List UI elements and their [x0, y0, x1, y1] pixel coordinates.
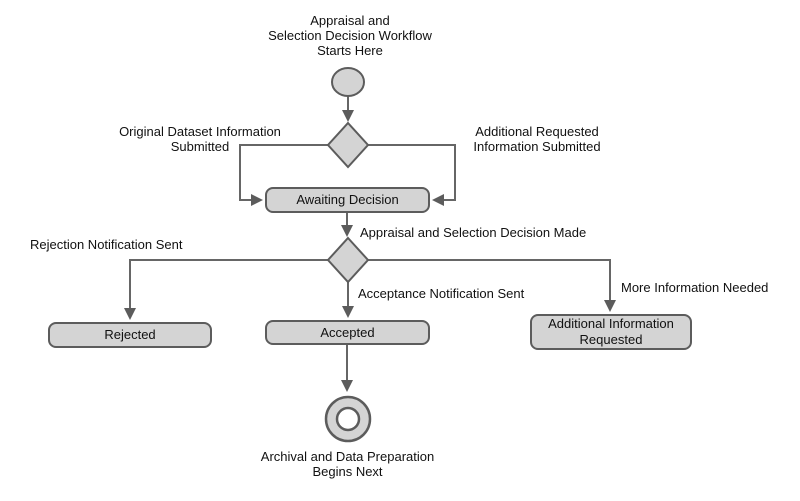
edge-decision1-right-to-awaiting	[368, 144, 456, 206]
decision-diamond-outcome	[326, 236, 370, 284]
label-decision-made: Appraisal and Selection Decision Made	[360, 225, 587, 240]
edge-decision2-to-rejected	[124, 259, 328, 320]
activity-accepted: Accepted	[265, 320, 430, 345]
edge-decision2-to-additional	[368, 259, 616, 312]
activity-awaiting-decision: Awaiting Decision	[265, 187, 430, 213]
end-node-center	[335, 406, 361, 432]
label-rejection-notification-sent: Rejection Notification Sent	[30, 237, 183, 252]
label-additional-requested-submitted: Additional Requested Information Submitt…	[473, 124, 601, 154]
start-node	[331, 67, 365, 97]
label-start-note: Appraisal and Selection Decision Workflo…	[268, 13, 432, 58]
activity-additional-information-requested: Additional Information Requested	[530, 314, 692, 350]
label-more-information-needed: More Information Needed	[621, 280, 769, 295]
label-original-dataset-submitted: Original Dataset Information Submitted	[119, 124, 281, 154]
label-acceptance-notification-sent: Acceptance Notification Sent	[358, 286, 525, 301]
decision-diamond-submission	[326, 121, 370, 169]
label-end-note: Archival and Data Preparation Begins Nex…	[260, 449, 435, 479]
edge-decision1-left-to-awaiting	[239, 144, 328, 206]
activity-rejected: Rejected	[48, 322, 212, 348]
